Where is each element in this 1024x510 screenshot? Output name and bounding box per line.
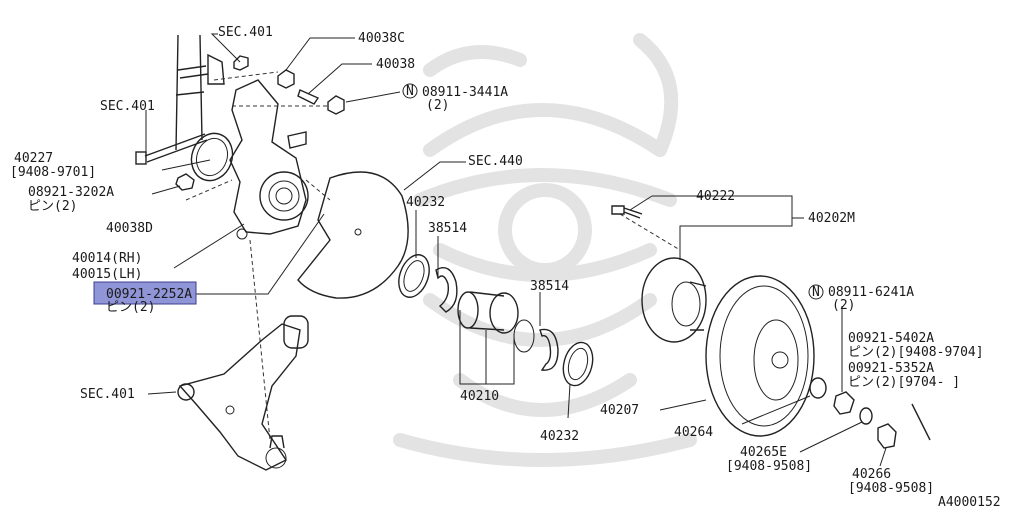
hub-bolt-40222[interactable] [611, 205, 643, 219]
washer-40265E[interactable] [859, 407, 873, 425]
label-40266[interactable]: 40266 [852, 467, 891, 482]
nut-marker-letter: N [406, 84, 414, 99]
highlight-box [93, 281, 197, 305]
callout-labels: SEC.401 40038C 40038 N 08911-3441A (2) S… [10, 25, 1001, 510]
label-40266-range: [9408-9508] [848, 481, 934, 496]
label-sec401-bottom[interactable]: SEC.401 [80, 387, 135, 402]
label-00921-5402A-qty: ピン(2)[9408-9704] [848, 345, 984, 360]
label-08921-3202A[interactable]: 08921-3202A [28, 185, 114, 200]
label-40232-top[interactable]: 40232 [406, 195, 445, 210]
nut-sec401-top[interactable] [233, 55, 249, 71]
label-40222[interactable]: 40222 [696, 189, 735, 204]
diagram-id: A4000152 [938, 495, 1001, 510]
castle-nut-40266[interactable] [877, 423, 897, 449]
label-40015[interactable]: 40015(LH) [72, 267, 142, 282]
label-08911-6241A[interactable]: 08911-6241A [828, 285, 914, 300]
label-40232-bottom[interactable]: 40232 [540, 429, 579, 444]
lower-control-arm[interactable] [177, 315, 309, 471]
snap-ring-38514-outer[interactable] [435, 267, 458, 313]
label-40264[interactable]: 40264 [674, 425, 713, 440]
label-40202M[interactable]: 40202M [808, 211, 855, 226]
assembly-guide-lines [185, 71, 681, 441]
oil-seal-40232-outer[interactable] [393, 251, 434, 302]
label-00921-5352A[interactable]: 00921-5352A [848, 361, 934, 376]
nut-08911-6241A[interactable] [833, 391, 855, 415]
label-40227-range: [9408-9701] [10, 165, 96, 180]
label-38514-top[interactable]: 38514 [428, 221, 467, 236]
label-08911-3441A[interactable]: 08911-3441A [422, 85, 508, 100]
steering-knuckle[interactable] [229, 79, 309, 240]
snap-ring-knuckle[interactable] [185, 128, 239, 187]
label-00921-5352A-qty: ピン(2)[9704- ] [848, 375, 960, 390]
label-40227[interactable]: 40227 [14, 151, 53, 166]
label-08911-6241A-qty: (2) [832, 298, 855, 313]
label-40265E-range: [9408-9508] [726, 459, 812, 474]
label-08921-3202A-qty: ピン(2) [28, 199, 77, 214]
label-sec401-mid[interactable]: SEC.401 [100, 99, 155, 114]
label-40038D[interactable]: 40038D [106, 221, 153, 236]
nut-marker-icon [402, 83, 418, 99]
bolt-40227[interactable] [135, 133, 208, 165]
label-40014[interactable]: 40014(RH) [72, 251, 142, 266]
strut-assembly[interactable] [175, 34, 225, 151]
leader-lines [145, 33, 887, 467]
label-38514-mid[interactable]: 38514 [530, 279, 569, 294]
label-00921-2252A[interactable]: 00921-2252A [106, 287, 192, 302]
nut-marker-letter-2: N [812, 285, 820, 300]
label-40038[interactable]: 40038 [376, 57, 415, 72]
nut-40038D[interactable] [175, 173, 195, 191]
watermark-emblem [393, 33, 697, 467]
label-sec440[interactable]: SEC.440 [468, 154, 523, 169]
dust-shield[interactable] [297, 171, 409, 299]
label-40265E[interactable]: 40265E [740, 445, 787, 460]
brake-rotor-40207[interactable] [705, 275, 815, 437]
oil-seal-40232-inner[interactable] [559, 339, 597, 389]
washer-40264[interactable] [809, 377, 827, 399]
snap-ring-38514-inner[interactable] [539, 328, 559, 371]
label-08911-3441A-qty: (2) [426, 98, 449, 113]
nut-marker-icon-2 [808, 284, 824, 300]
label-00921-5402A[interactable]: 00921-5402A [848, 331, 934, 346]
label-40210[interactable]: 40210 [460, 389, 499, 404]
label-sec401-top[interactable]: SEC.401 [218, 25, 273, 40]
label-40207[interactable]: 40207 [600, 403, 639, 418]
label-40038C[interactable]: 40038C [358, 31, 405, 46]
cotter-pin[interactable] [911, 403, 931, 441]
front-hub-40202M[interactable] [641, 257, 707, 343]
label-00921-2252A-qty: ピン(2) [106, 300, 155, 315]
